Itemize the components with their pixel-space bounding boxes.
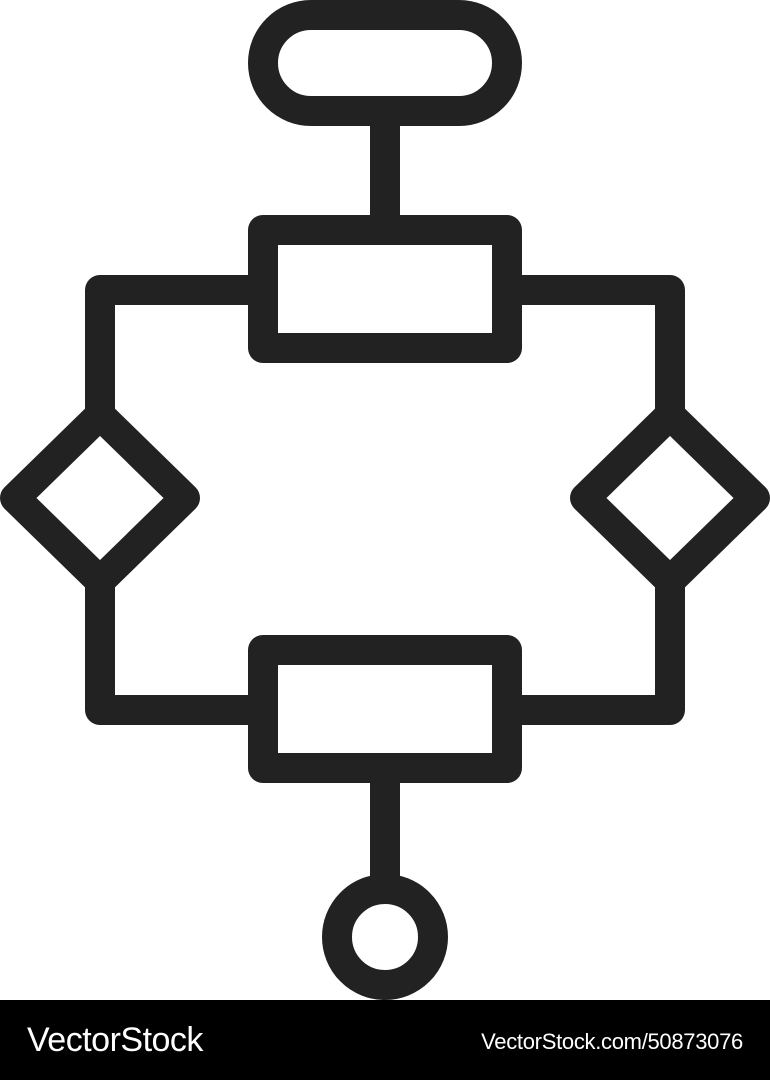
brand-logo-text: VectorStock [27, 1021, 203, 1059]
watermark-footer: VectorStock VectorStock.com/50873076 [0, 1000, 770, 1080]
flowchart-icon [0, 0, 770, 1000]
decision-diamond-right [570, 400, 770, 596]
process-box-top [248, 215, 522, 363]
image-credit: VectorStock.com/50873076 [481, 1029, 743, 1054]
connector-line [492, 275, 685, 430]
decision-diamond-left [0, 400, 200, 596]
process-box-bottom [248, 635, 522, 783]
connector-line [492, 566, 685, 725]
connector-line [85, 566, 278, 725]
connector-line [85, 275, 278, 430]
end-circle [322, 874, 448, 1000]
icon-canvas [0, 0, 770, 1000]
